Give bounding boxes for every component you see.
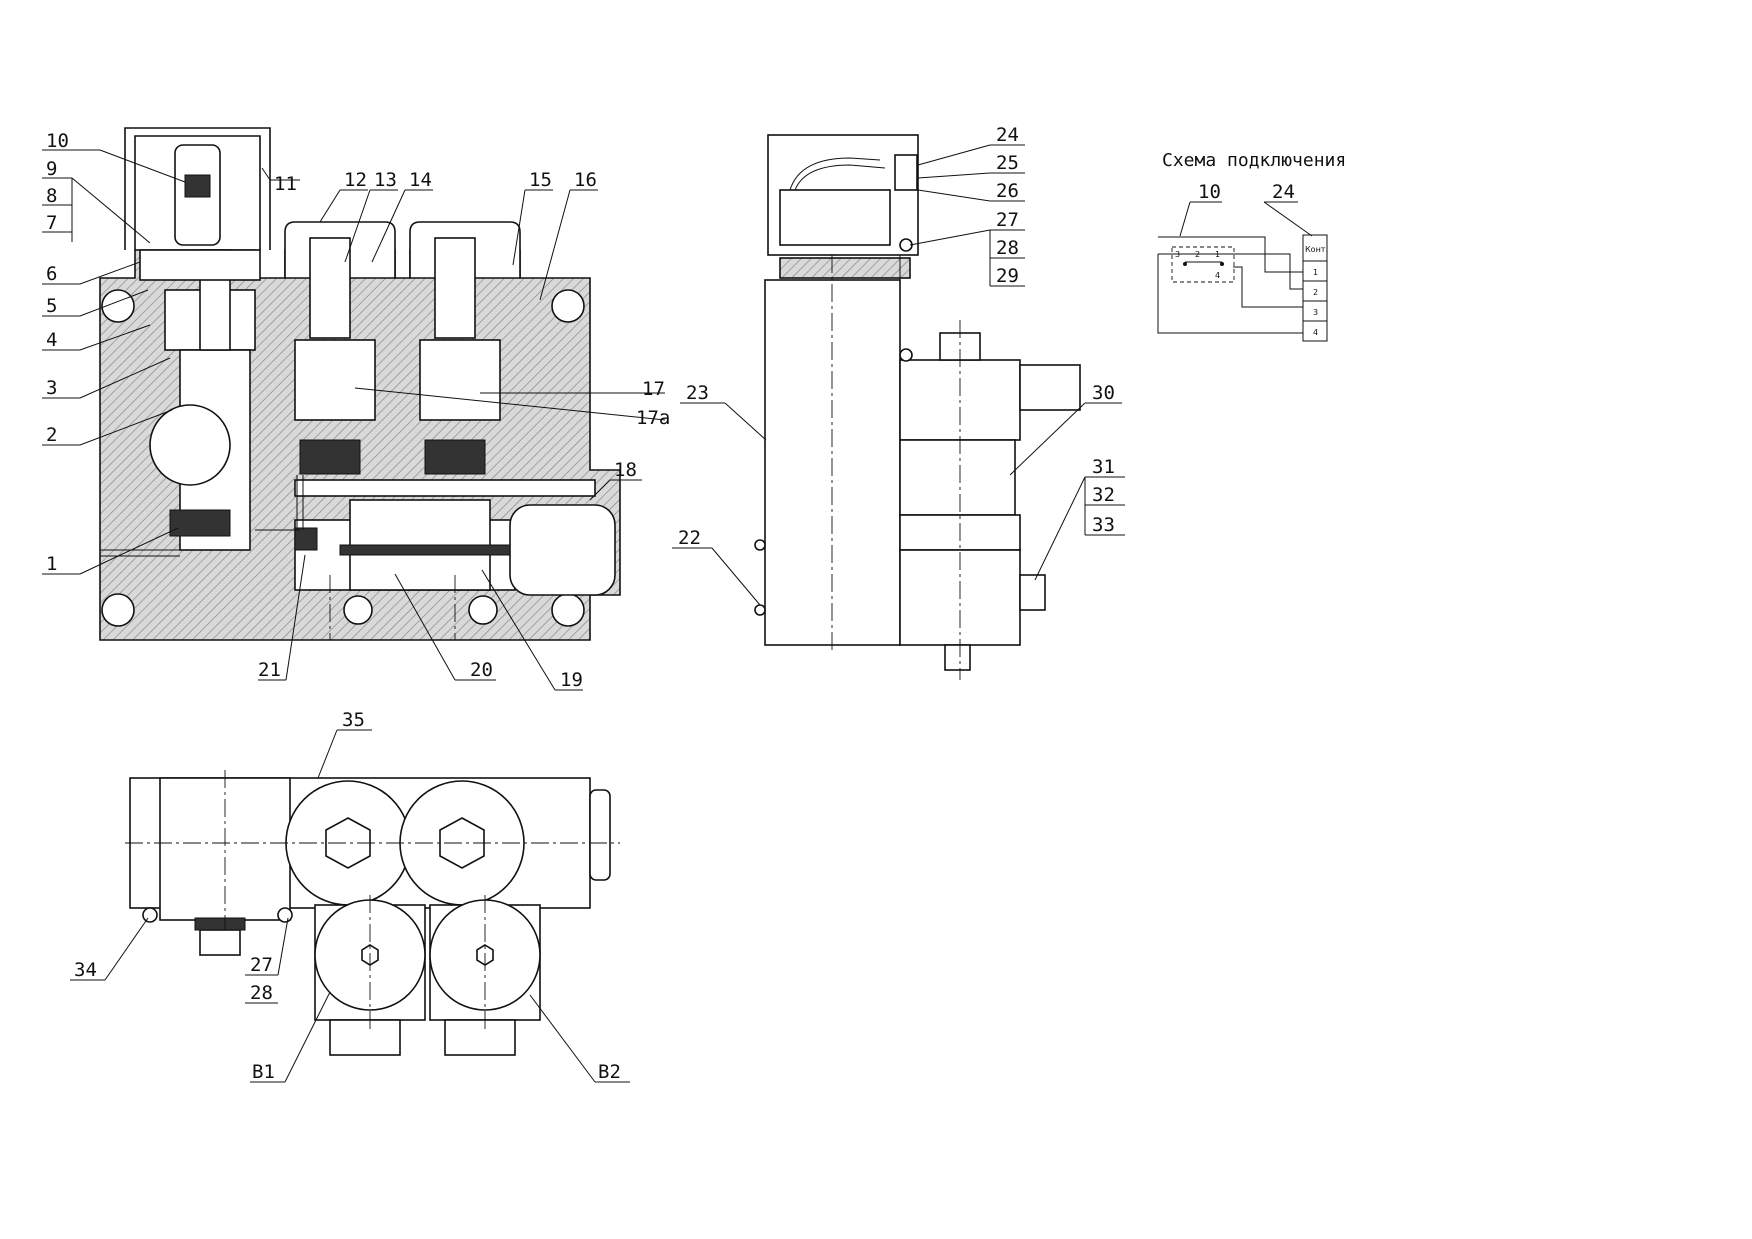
side-callouts: 24 25 26 27 28 29 23 22 30 31 32 33 [678,124,1115,549]
top-callouts: 35 34 27 28 В1 В2 [74,709,621,1083]
callout-25: 25 [996,152,1019,174]
callout-34: 34 [74,959,97,981]
callout-28: 28 [996,237,1019,259]
mounting-hole [551,593,585,627]
callout-27-top: 27 [250,954,273,976]
callout-v2: В2 [598,1061,621,1083]
callout-17a: 17а [636,407,670,429]
svg-text:1: 1 [1313,268,1318,277]
section-leaders [42,149,666,691]
schema-label-10: 10 [1198,181,1221,203]
callout-27: 27 [996,209,1019,231]
callout-28-top: 28 [250,982,273,1004]
callout-30: 30 [1092,382,1115,404]
top-view [125,770,620,1056]
callout-21: 21 [258,659,281,681]
svg-text:2: 2 [1313,288,1318,297]
callout-14: 14 [409,169,432,191]
callout-23: 23 [686,382,709,404]
top-leaders [70,729,630,1083]
callout-31: 31 [1092,456,1115,478]
mounting-hole [101,593,135,627]
svg-text:3: 3 [1175,250,1180,259]
callout-4: 4 [46,329,57,351]
svg-text:4: 4 [1215,271,1220,280]
callout-29: 29 [996,265,1019,287]
callout-12: 12 [344,169,367,191]
mounting-hole [551,289,585,323]
callout-8: 8 [46,185,57,207]
callout-33: 33 [1092,514,1115,536]
callout-1: 1 [46,553,57,575]
side-view [754,134,1081,680]
svg-text:1: 1 [1215,250,1220,259]
side-leaders [672,144,1125,606]
svg-text:2: 2 [1195,250,1200,259]
connector-header: Конт. [1305,245,1328,254]
callout-19: 19 [560,669,583,691]
callout-10: 10 [46,130,69,152]
callout-26: 26 [996,180,1019,202]
section-callouts: 10 9 8 7 6 5 4 3 2 1 11 12 13 14 15 16 1… [46,130,670,691]
callout-13: 13 [374,169,397,191]
callout-17: 17 [642,378,665,400]
callout-3: 3 [46,377,57,399]
schema-title: Схема подключения [1162,150,1346,171]
callout-7: 7 [46,212,57,234]
callout-5: 5 [46,295,57,317]
callout-15: 15 [529,169,552,191]
callout-32: 32 [1092,484,1115,506]
callout-2: 2 [46,424,57,446]
callout-35: 35 [342,709,365,731]
callout-9: 9 [46,158,57,180]
callout-6: 6 [46,263,57,285]
svg-text:4: 4 [1313,328,1318,337]
callout-16: 16 [574,169,597,191]
callout-24: 24 [996,124,1019,146]
callout-20: 20 [470,659,493,681]
callout-v1: В1 [252,1061,275,1083]
callout-11: 11 [274,173,297,195]
connection-schema: Схема подключения 10 24 2 1 3 4 Конт. 1 … [1157,150,1346,342]
callout-22: 22 [678,527,701,549]
schema-label-24: 24 [1272,181,1295,203]
section-view [99,127,621,641]
svg-text:3: 3 [1313,308,1318,317]
callout-18: 18 [614,459,637,481]
